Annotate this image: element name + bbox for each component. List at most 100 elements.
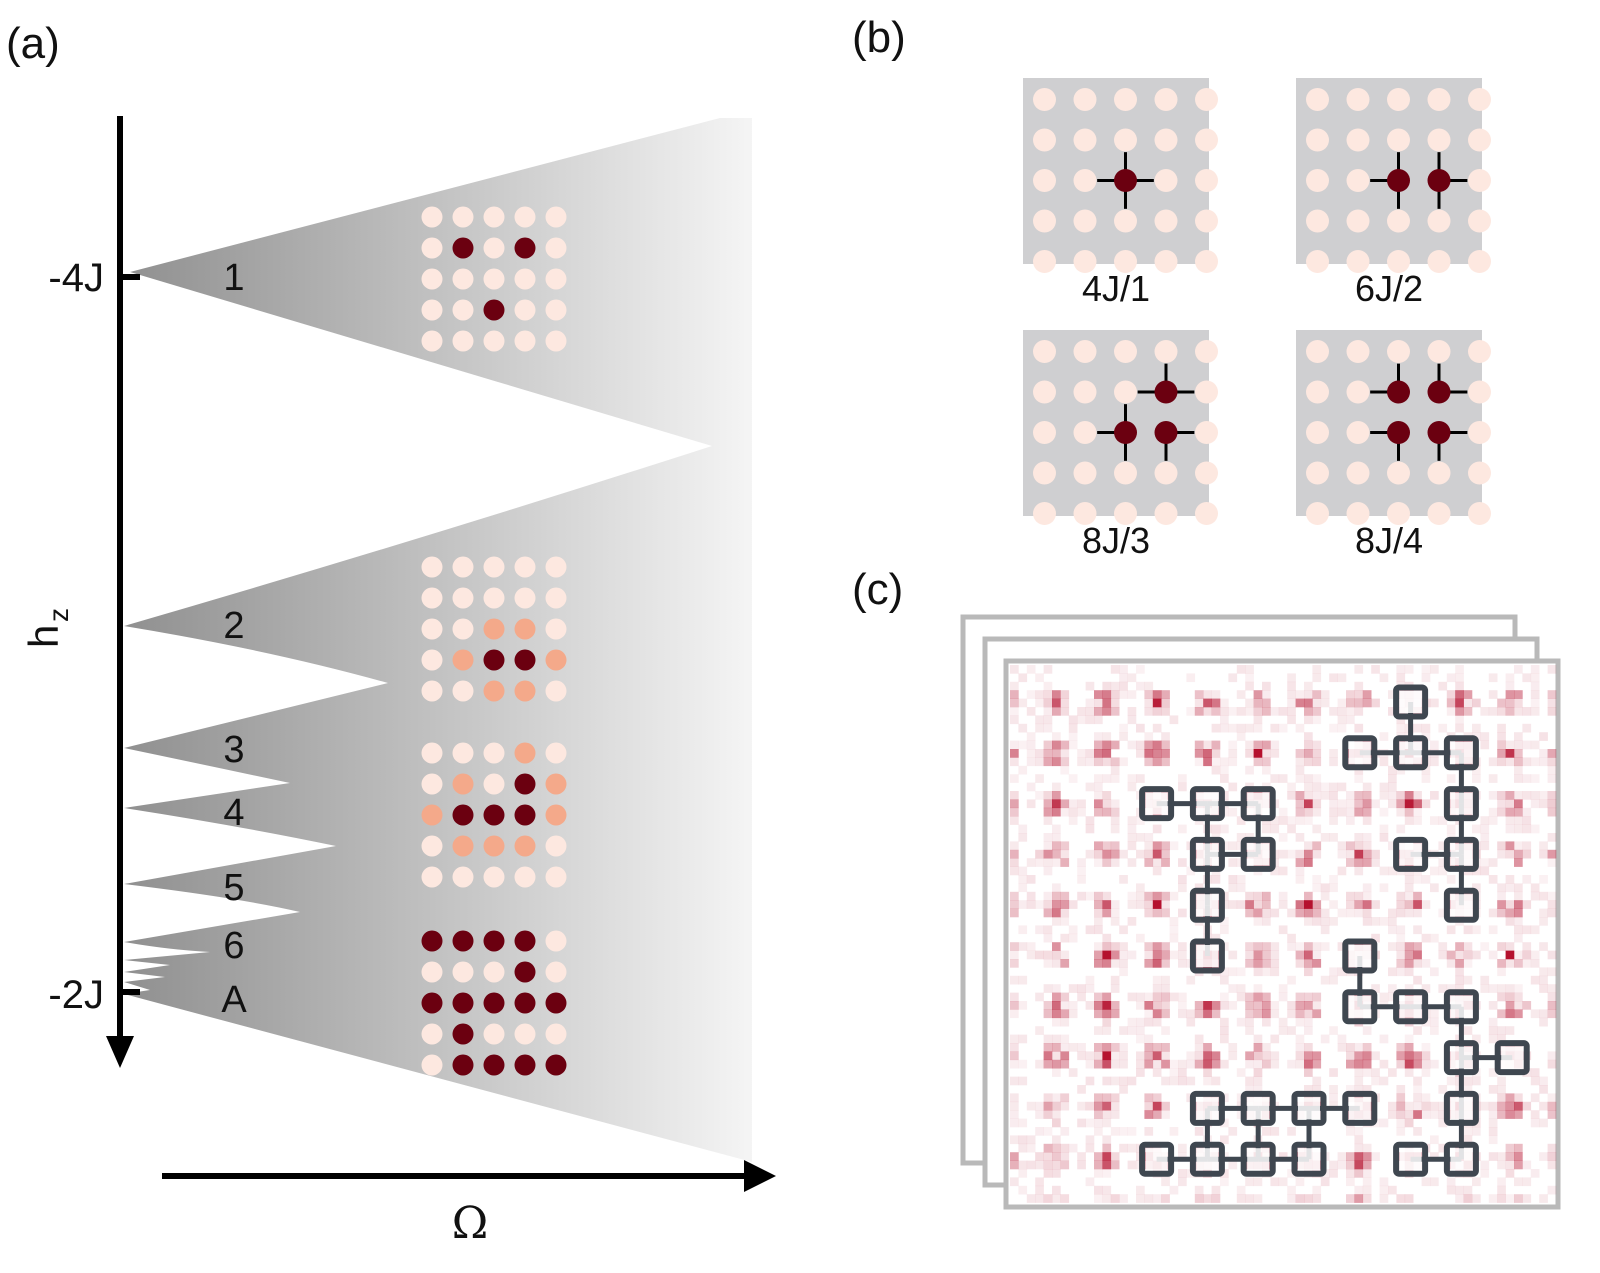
heatmap-pixel <box>1404 908 1414 918</box>
site-ground <box>421 680 443 702</box>
heatmap-pixel <box>1480 866 1490 876</box>
heatmap-pixel <box>1455 942 1464 951</box>
heatmap-pixel <box>1514 690 1523 699</box>
heatmap-pixel <box>1421 1051 1431 1061</box>
site-ground <box>1306 209 1329 233</box>
heatmap-pixel <box>1463 1143 1473 1153</box>
heatmap-pixel <box>1396 908 1406 918</box>
heatmap-pixel <box>1530 681 1540 691</box>
heatmap-pixel <box>1539 799 1548 809</box>
heatmap-pixel <box>1362 883 1372 893</box>
heatmap-pixel <box>1127 1143 1137 1153</box>
heatmap-pixel <box>1077 858 1086 867</box>
heatmap-pixel <box>1085 849 1095 859</box>
heatmap-pixel <box>1413 1059 1422 1069</box>
heatmap-pixel <box>1446 673 1456 683</box>
heatmap-pixel <box>1388 917 1397 926</box>
heatmap-pixel <box>1178 782 1187 792</box>
heatmap-pixel <box>1161 732 1170 741</box>
site-ground <box>483 742 505 764</box>
heatmap-pixel <box>1203 1059 1212 1069</box>
heatmap-pixel <box>1522 900 1532 909</box>
heatmap-pixel <box>1119 1085 1128 1094</box>
heatmap-pixel <box>1547 992 1557 1002</box>
heatmap-pixel <box>1337 866 1347 876</box>
site-ground <box>452 299 474 321</box>
heatmap-pixel <box>1354 908 1364 918</box>
heatmap-pixel <box>1203 1009 1212 1019</box>
heatmap-pixel <box>1295 833 1305 842</box>
heatmap-pixel <box>1010 1152 1019 1161</box>
heatmap-pixel <box>1278 1177 1288 1187</box>
panel-a: (a) -4J -2J h z Ω 1 2 3 4 5 6 A <box>6 19 776 1249</box>
heatmap-pixel <box>1220 757 1229 767</box>
heatmap-pixel <box>1043 749 1053 758</box>
heatmap-pixel <box>1404 1059 1414 1069</box>
heatmap-pixel <box>1530 1093 1540 1103</box>
heatmap-pixel <box>1010 740 1019 750</box>
heatmap-pixel <box>1312 740 1322 750</box>
site-ground <box>545 961 567 983</box>
heatmap-pixel <box>1161 1051 1170 1061</box>
heatmap-pixel <box>1497 984 1506 993</box>
heatmap-pixel <box>1295 816 1305 825</box>
cluster-node <box>1189 836 1225 872</box>
site-ground <box>1306 340 1329 363</box>
heatmap-pixel <box>1505 1101 1515 1111</box>
heatmap-pixel <box>1270 959 1280 968</box>
tile-background <box>1296 330 1482 516</box>
heatmap-pixel <box>1547 1143 1557 1153</box>
cluster-node <box>1443 1040 1479 1076</box>
site-excited <box>514 804 536 826</box>
heatmap-pixel <box>1211 765 1221 775</box>
heatmap-pixel <box>1262 707 1271 716</box>
heatmap-pixel <box>1505 917 1515 926</box>
heatmap-pixel <box>1085 824 1095 834</box>
heatmap-pixel <box>1110 917 1120 926</box>
cluster-node-fill <box>1145 1148 1168 1171</box>
heatmap-pixel <box>1169 1076 1179 1086</box>
heatmap-pixel <box>1329 807 1338 817</box>
heatmap-pixel <box>1085 749 1095 758</box>
heatmap-pixel <box>1295 723 1305 733</box>
heatmap-pixel <box>1052 799 1061 809</box>
heatmap-pixel <box>1010 975 1019 985</box>
heatmap-pixel <box>1102 992 1112 1002</box>
heatmap-pixel <box>1354 1068 1364 1077</box>
heatmap-pixel <box>1304 681 1313 691</box>
heatmap-pixel <box>1488 858 1498 867</box>
heatmap-pixel <box>1119 1026 1128 1035</box>
heatmap-pixel <box>1203 740 1212 750</box>
heatmap-pixel <box>1396 715 1406 725</box>
heatmap-pixel <box>1110 1059 1120 1069</box>
heatmap-pixel <box>1060 1127 1070 1136</box>
heatmap-pixel <box>1362 841 1372 851</box>
site-ground <box>1306 250 1329 273</box>
site-ground <box>545 930 567 952</box>
heatmap-pixel <box>1052 1001 1061 1010</box>
heatmap-pixel <box>1497 1076 1506 1086</box>
heatmap-pixel <box>1396 673 1406 683</box>
heatmap-pixel <box>1270 740 1280 750</box>
heatmap-pixel <box>1236 875 1246 884</box>
heatmap-pixel <box>1312 782 1322 792</box>
heatmap-pixel <box>1337 807 1347 817</box>
heatmap-pixel <box>1404 967 1414 977</box>
heatmap-pixel <box>1228 707 1238 716</box>
heatmap-pixel <box>1102 1026 1112 1035</box>
heatmap-pixel <box>1026 900 1036 909</box>
heatmap-pixel <box>1136 883 1145 893</box>
heatmap-pixel <box>1505 1001 1515 1010</box>
heatmap-pixel <box>1152 723 1162 733</box>
heatmap-pixel <box>1329 707 1338 716</box>
heatmap-pixel <box>1312 959 1322 968</box>
heatmap-pixel <box>1514 1093 1523 1103</box>
heatmap-pixel <box>1094 1118 1103 1128</box>
heatmap-pixel <box>1228 875 1238 884</box>
heatmap-pixel <box>1337 1160 1347 1170</box>
heatmap-pixel <box>1270 1177 1280 1187</box>
heatmap-pixel <box>1539 908 1548 918</box>
heatmap-pixel <box>1354 858 1364 867</box>
heatmap-pixel <box>1136 681 1145 691</box>
site-ground <box>1154 169 1178 192</box>
